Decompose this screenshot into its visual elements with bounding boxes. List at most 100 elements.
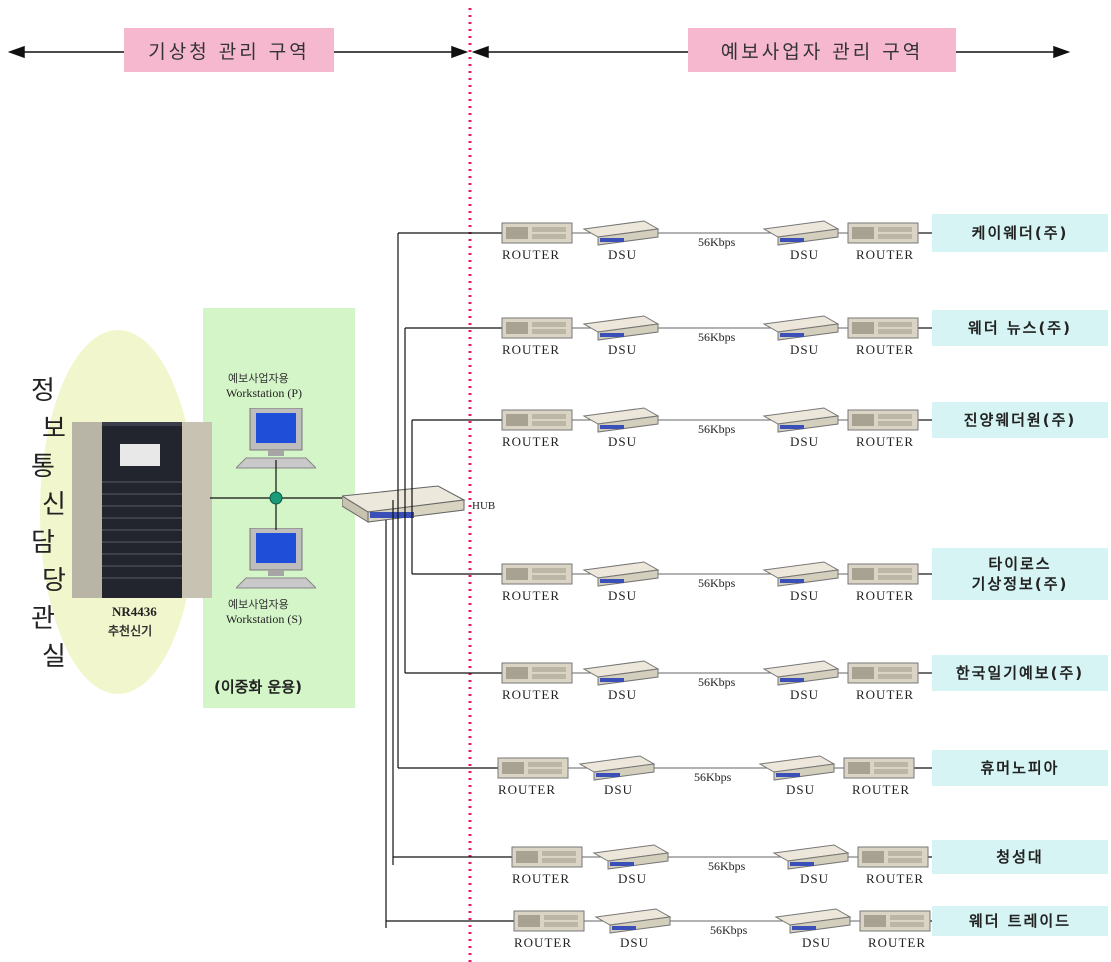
router-right-icon[interactable] [847, 222, 919, 244]
router-right-label: ROUTER [856, 247, 914, 262]
left-region-arrow [7, 45, 469, 59]
link-speed-label: 56Kbps [698, 576, 736, 590]
office-label-char: 신 [42, 490, 66, 520]
dsu-right-icon[interactable] [772, 844, 850, 870]
router-left-icon[interactable] [501, 662, 573, 684]
router-left-icon[interactable] [501, 409, 573, 431]
workstation-s-icon[interactable] [236, 528, 316, 592]
dsu-right-icon[interactable] [774, 908, 852, 934]
hub-label: HUB [472, 500, 496, 512]
router-right-icon[interactable] [847, 662, 919, 684]
dsu-left-icon[interactable] [582, 220, 660, 246]
router-right-label: ROUTER [852, 782, 910, 797]
dsu-left-icon[interactable] [592, 844, 670, 870]
dsu-left-icon[interactable] [582, 660, 660, 686]
router-right-icon[interactable] [843, 757, 915, 779]
dsu-left-icon[interactable] [578, 755, 656, 781]
client-box: 타이로스 기상정보(주) [932, 548, 1108, 600]
dsu-right-icon[interactable] [762, 315, 840, 341]
office-label-char: 정 [31, 376, 55, 406]
router-right-label: ROUTER [868, 935, 926, 950]
client-box: 웨더 뉴스(주) [932, 310, 1108, 346]
kma-region-label: 기상청 관리 구역 [124, 28, 334, 72]
dsu-right-icon[interactable] [762, 407, 840, 433]
router-right-label: ROUTER [856, 342, 914, 357]
link-speed-label: 56Kbps [698, 330, 736, 344]
router-left-icon[interactable] [511, 846, 583, 868]
dsu-right-icon[interactable] [758, 755, 836, 781]
client-box: 휴머노피아 [932, 750, 1108, 786]
link-speed-label: 56Kbps [708, 859, 746, 873]
dsu-left-label: DSU [608, 687, 638, 702]
server-rack-icon [72, 422, 212, 598]
router-left-label: ROUTER [514, 935, 572, 950]
office-label-char: 통 [31, 452, 55, 482]
lan-node-dot [269, 491, 283, 505]
office-label-char: 보 [42, 414, 66, 444]
router-left-icon[interactable] [501, 317, 573, 339]
dsu-right-label: DSU [790, 342, 820, 357]
workstation-p-label-line2: Workstation (P) [226, 386, 303, 400]
workstation-p-icon[interactable] [236, 408, 316, 472]
router-left-label: ROUTER [512, 871, 570, 886]
server-name-label: 추천신기 [108, 624, 153, 638]
client-box: 웨더 트레이드 [932, 906, 1108, 936]
client-box: 진양웨더원(주) [932, 402, 1108, 438]
router-right-icon[interactable] [859, 910, 931, 932]
dsu-right-label: DSU [790, 687, 820, 702]
right-region-arrow [471, 45, 1071, 59]
office-label-char: 관 [31, 604, 55, 634]
workstation-s-label-line1: 예보사업자용 [228, 598, 289, 611]
router-left-label: ROUTER [502, 434, 560, 449]
server-model-label: NR4436 [112, 604, 157, 619]
dsu-left-icon[interactable] [582, 561, 660, 587]
dsu-right-label: DSU [802, 935, 832, 950]
dsu-left-label: DSU [608, 434, 638, 449]
client-box: 청성대 [932, 840, 1108, 874]
router-right-icon[interactable] [857, 846, 929, 868]
dsu-left-icon[interactable] [582, 315, 660, 341]
dsu-left-label: DSU [604, 782, 634, 797]
dsu-left-icon[interactable] [594, 908, 672, 934]
dsu-right-icon[interactable] [762, 220, 840, 246]
router-right-icon[interactable] [847, 317, 919, 339]
router-left-icon[interactable] [501, 222, 573, 244]
router-left-icon[interactable] [513, 910, 585, 932]
dsu-right-icon[interactable] [762, 561, 840, 587]
hub-icon[interactable] [342, 484, 472, 528]
router-left-label: ROUTER [502, 588, 560, 603]
link-speed-label: 56Kbps [694, 770, 732, 784]
router-right-icon[interactable] [847, 563, 919, 585]
dsu-left-icon[interactable] [582, 407, 660, 433]
router-right-label: ROUTER [866, 871, 924, 886]
office-label-char: 당 [42, 566, 66, 596]
redundancy-label: (이중화 운용) [214, 678, 302, 696]
router-left-label: ROUTER [502, 247, 560, 262]
router-right-label: ROUTER [856, 687, 914, 702]
dsu-left-label: DSU [620, 935, 650, 950]
dsu-right-label: DSU [800, 871, 830, 886]
router-left-icon[interactable] [501, 563, 573, 585]
router-right-icon[interactable] [847, 409, 919, 431]
link-speed-label: 56Kbps [698, 675, 736, 689]
dsu-left-label: DSU [618, 871, 648, 886]
router-left-icon[interactable] [497, 757, 569, 779]
lan-connections [210, 460, 350, 530]
dsu-right-label: DSU [790, 247, 820, 262]
link-speed-label: 56Kbps [698, 235, 736, 249]
office-label-char: 담 [31, 528, 55, 558]
office-label-char: 실 [42, 642, 66, 672]
dsu-right-icon[interactable] [762, 660, 840, 686]
dsu-left-label: DSU [608, 247, 638, 262]
dsu-right-label: DSU [790, 434, 820, 449]
dsu-left-label: DSU [608, 588, 638, 603]
workstation-s-label-line2: Workstation (S) [226, 612, 303, 626]
workstation-p-label-line1: 예보사업자용 [228, 372, 289, 385]
dsu-left-label: DSU [608, 342, 638, 357]
router-right-label: ROUTER [856, 588, 914, 603]
router-right-label: ROUTER [856, 434, 914, 449]
